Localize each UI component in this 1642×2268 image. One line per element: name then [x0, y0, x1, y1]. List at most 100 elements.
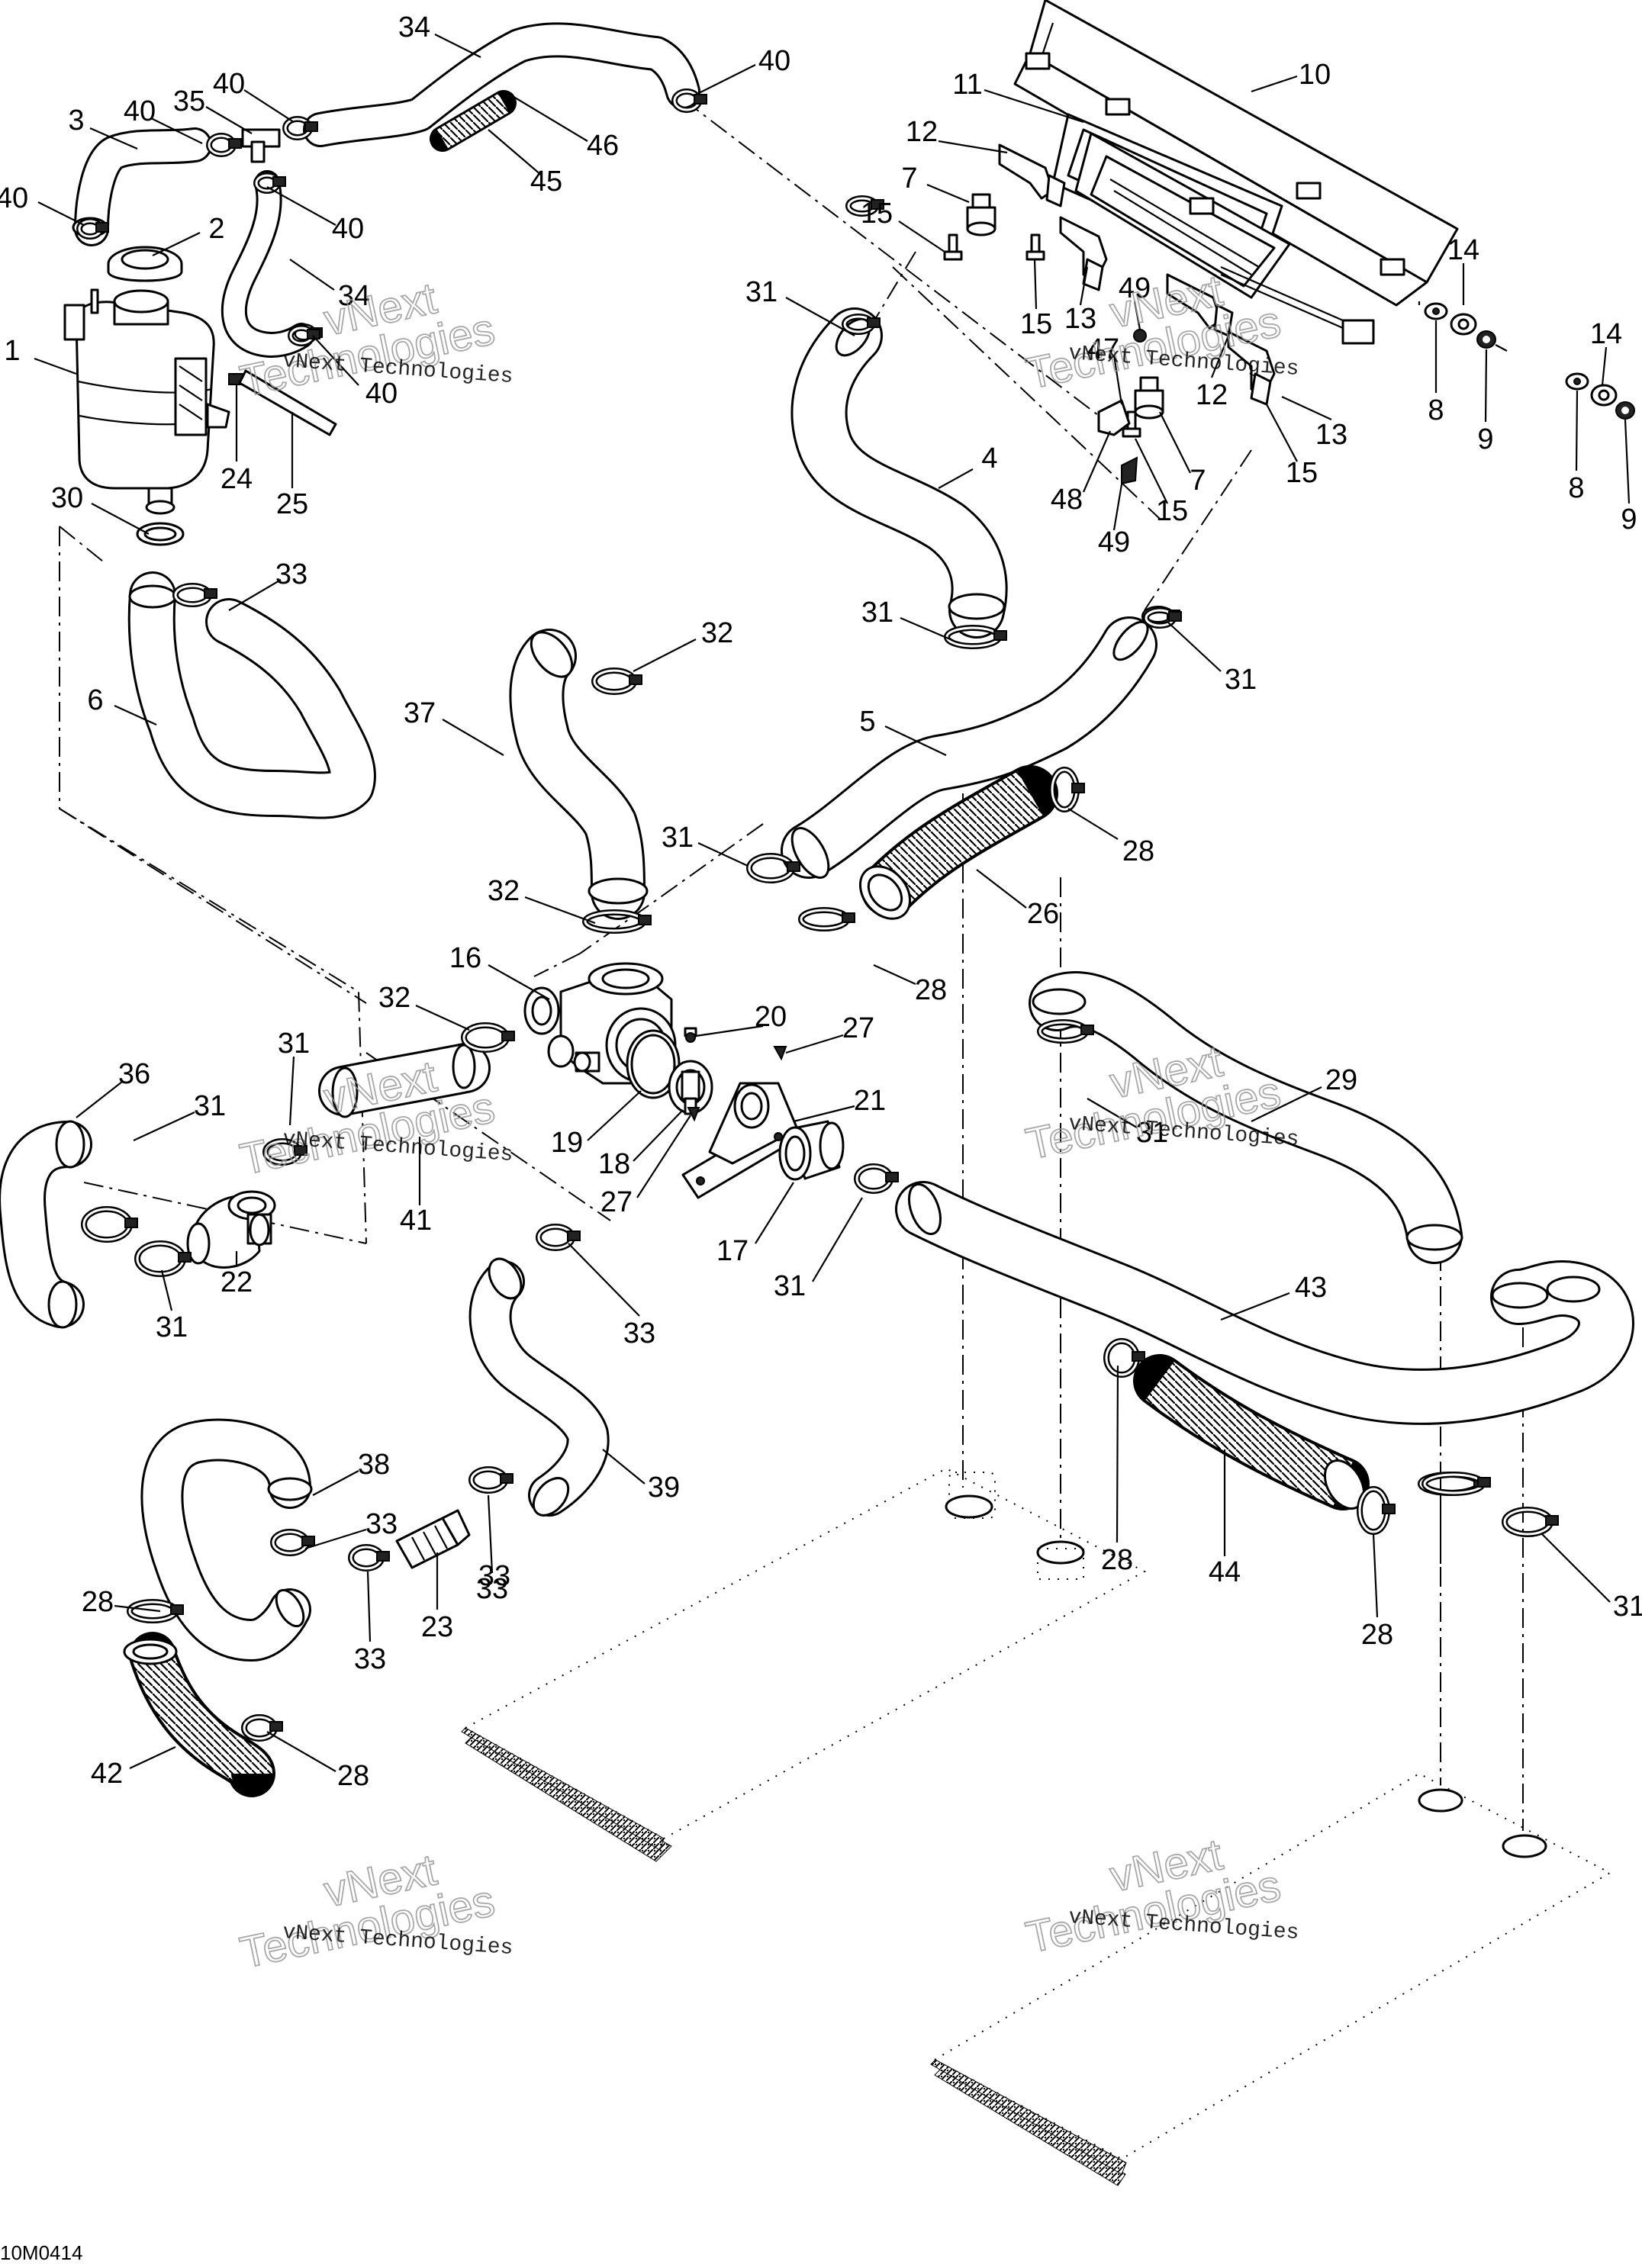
- leader-c-32a: [633, 639, 697, 672]
- leader-c-7a: [926, 183, 970, 204]
- callout-14: 14: [1590, 318, 1622, 350]
- hose-clamp: [288, 325, 320, 346]
- radiator-left: [461, 1467, 1147, 1862]
- callout-34: 34: [398, 11, 430, 43]
- leader-c-15b: [1033, 259, 1038, 310]
- callout-32: 32: [378, 982, 410, 1014]
- leader-c-33a: [228, 579, 282, 611]
- hose-end: [532, 1477, 570, 1517]
- washer-nut-set-upper: [1418, 301, 1508, 352]
- callout-45: 45: [530, 166, 562, 198]
- hoses: [0, 22, 1634, 1662]
- cover-screw-lower: [687, 1107, 700, 1122]
- callout-40: 40: [332, 213, 364, 245]
- hose-end: [530, 631, 574, 678]
- thermostat: [668, 1060, 713, 1115]
- outlet-fitting: [778, 1120, 845, 1181]
- leader-c-28c: [1116, 1365, 1119, 1543]
- leader-c-27b: [636, 1115, 691, 1198]
- fan-motor-bracket: [1074, 132, 1291, 299]
- callout-18: 18: [598, 1148, 630, 1180]
- hose-clamp: [1421, 1472, 1491, 1496]
- reservoir-o-ring: [136, 522, 185, 546]
- leader-c-34a: [434, 34, 481, 58]
- callout-14: 14: [1447, 234, 1479, 266]
- hose-clamp: [671, 88, 707, 113]
- corrugated-hose-42: [123, 1632, 275, 1797]
- callout-32: 32: [701, 617, 733, 649]
- hose-clamp: [1502, 1507, 1559, 1537]
- leader-c-33e: [366, 1571, 372, 1642]
- reservoir-cap: [107, 246, 183, 282]
- hose-29: [1029, 971, 1463, 1264]
- leader-c-14b: [1601, 346, 1608, 386]
- hose-38: [140, 1418, 311, 1662]
- hose-end: [948, 593, 1006, 620]
- hose-end: [488, 1257, 523, 1300]
- callout-7: 7: [901, 162, 917, 195]
- callout-15: 15: [1286, 457, 1318, 489]
- hose-clamp: [591, 668, 642, 695]
- hose-clamp: [348, 1544, 390, 1572]
- hose-clamp: [270, 1529, 315, 1556]
- hose-clamp: [81, 1206, 138, 1243]
- callout-13: 13: [1315, 419, 1347, 451]
- leader-c-49a: [1133, 301, 1141, 330]
- leader-c-12b: [1210, 335, 1230, 378]
- leader-c-45: [488, 129, 543, 176]
- callout-40: 40: [124, 95, 156, 127]
- callout-22: 22: [221, 1266, 253, 1298]
- leader-c-40d: [37, 201, 85, 226]
- hose-clamp: [262, 1138, 307, 1166]
- leader-c-28e: [1372, 1533, 1379, 1618]
- leader-c-1: [34, 357, 77, 375]
- coolant-reservoir: [63, 288, 230, 515]
- leader-c-31a: [785, 297, 855, 336]
- leader-c-16: [488, 964, 550, 1000]
- hose-end: [1032, 988, 1087, 1015]
- hose-5: [781, 616, 1157, 879]
- tee-fitting: [186, 1190, 276, 1269]
- corrugated-hose-45: [430, 90, 517, 152]
- leader-c-33c: [304, 1528, 367, 1550]
- mounting-bracket-lower: [1166, 273, 1276, 406]
- leader-c-28d: [114, 1604, 161, 1613]
- callout-9: 9: [1477, 423, 1493, 455]
- mounting-bracket-upper: [998, 143, 1108, 291]
- callout-3: 3: [68, 105, 84, 137]
- leader-c-28b: [873, 963, 916, 986]
- callout-37: 37: [404, 697, 436, 729]
- leader-c-33b: [568, 1243, 640, 1317]
- leader-c-36: [76, 1081, 123, 1118]
- leader-c-12a: [938, 140, 1008, 154]
- hose-end: [1405, 1224, 1463, 1251]
- callout-42: 42: [91, 1758, 123, 1790]
- sensor-clip: [1097, 329, 1147, 485]
- callout-11: 11: [952, 69, 982, 101]
- leader-c-31g: [1087, 1098, 1138, 1128]
- leader-c-2: [152, 232, 201, 256]
- callout-4: 4: [981, 442, 997, 475]
- leader-c-13a: [1079, 266, 1089, 306]
- hose-end: [588, 877, 649, 905]
- leader-c-40a: [694, 64, 756, 96]
- leader-c-3: [89, 127, 138, 150]
- callout-43: 43: [1295, 1272, 1327, 1304]
- leader-c-20: [695, 1025, 764, 1037]
- rubber-grommet-upper: [966, 193, 996, 236]
- hose-39: [468, 1260, 610, 1517]
- callout-28: 28: [1361, 1619, 1393, 1651]
- corrugated-hose-26: [858, 765, 1058, 920]
- callout-33: 33: [478, 1560, 510, 1592]
- thermostat-o-ring: [626, 1029, 681, 1099]
- hose-clamp: [282, 116, 318, 140]
- callout-30: 30: [51, 482, 83, 514]
- hose-clamp: [206, 133, 242, 157]
- connector-35: [241, 128, 281, 163]
- callout-40: 40: [213, 68, 245, 100]
- leader-c-27a: [785, 1034, 844, 1054]
- hose-clamp: [127, 1599, 184, 1623]
- hose-end: [55, 1120, 85, 1169]
- callout-29: 29: [1325, 1064, 1357, 1096]
- callout-leaders: [34, 34, 1631, 1772]
